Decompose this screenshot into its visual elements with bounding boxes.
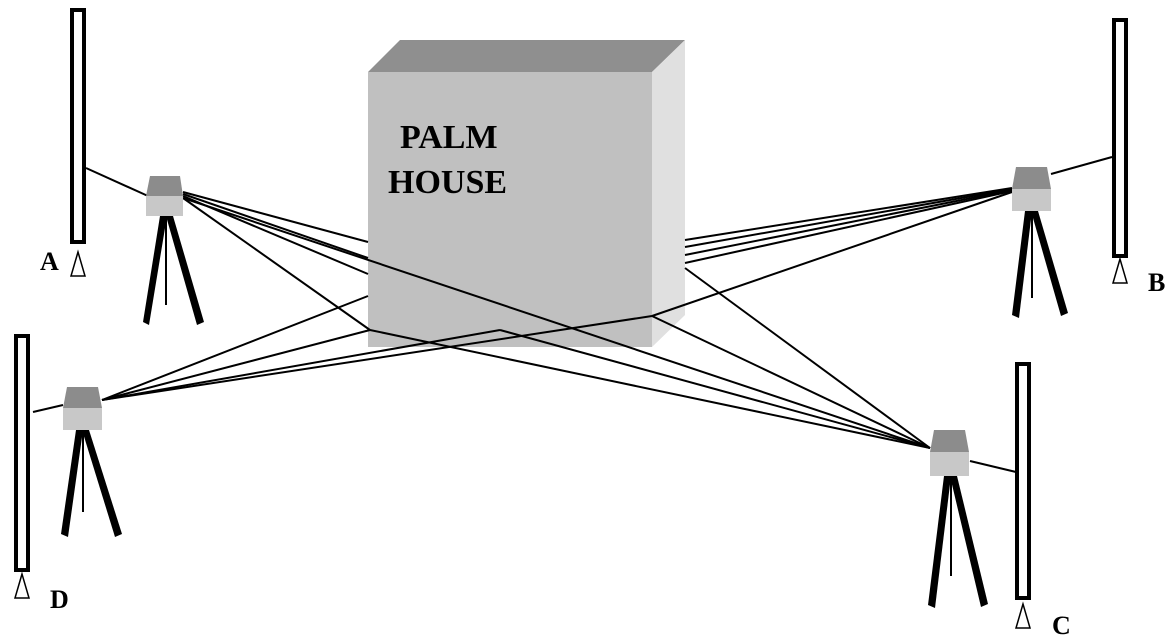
sight-line-c-3 [651,315,931,449]
sight-line-b-4 [684,190,1013,264]
tripod-leg-d-left [61,430,83,537]
sight-line-staff-b [1050,156,1113,175]
staff-b [1112,18,1128,258]
palm-house-building: PALM HOUSE [368,40,685,347]
building-label-line1: PALM [400,119,498,156]
sight-line-b-3 [684,189,1013,256]
sight-lines [32,156,1113,473]
sight-line-a-5 [182,197,931,449]
station-c: C [928,362,1071,639]
station-label-a: A [40,247,59,276]
station-d: D [14,334,122,614]
instrument-body-a [146,196,183,216]
tripod-leg-b-left [1012,211,1032,318]
tripod-leg-a-left [143,216,167,325]
instrument-head-c [930,430,969,452]
total-station-d [61,387,122,537]
tripod-leg-a-right [166,216,204,325]
instrument-head-a [146,176,183,196]
sight-line-d-3 [101,329,501,401]
station-marker-a [70,249,86,277]
station-b: B [1012,18,1165,318]
sight-line-d-4 [101,315,653,401]
sight-line-staff-d [32,404,64,413]
instrument-head-b [1012,167,1051,189]
sight-line-staff-a [85,167,149,197]
station-marker-b [1112,256,1128,284]
station-a: A [40,8,204,325]
staff-c [1015,362,1031,600]
sight-line-b-1 [684,187,1013,241]
total-station-c [928,430,988,608]
sight-line-c-1 [369,329,931,449]
tripod-leg-c-right [950,476,988,607]
building-side-face [652,40,685,347]
sight-line-b-5 [651,191,1013,317]
sight-line-c-4 [684,267,931,449]
sight-line-b-2 [684,188,1013,248]
station-label-d: D [50,585,69,614]
instrument-head-d [63,387,102,408]
sight-line-staff-c [969,460,1017,473]
instrument-body-c [930,452,969,476]
sight-line-a-2 [182,193,369,259]
instrument-body-d [63,408,102,430]
sight-line-d-2 [101,329,371,401]
tripod-leg-b-right [1031,211,1068,316]
tripod-leg-d-right [82,430,122,537]
tripod-leg-c-left [928,476,951,608]
sight-line-d-1 [101,295,369,401]
staff-a [70,8,86,244]
total-station-a [143,176,204,325]
building-top-face [368,40,685,72]
building-front-face [368,72,652,347]
sight-line-a-1 [182,191,369,243]
instrument-body-b [1012,189,1051,211]
building-label-line2: HOUSE [388,164,507,201]
station-label-b: B [1148,268,1165,297]
station-marker-c [1015,601,1031,629]
staff-d [14,334,30,572]
station-label-c: C [1052,611,1071,639]
station-marker-d [14,571,30,599]
sight-line-c-2 [499,329,931,449]
total-station-b [1012,167,1068,318]
